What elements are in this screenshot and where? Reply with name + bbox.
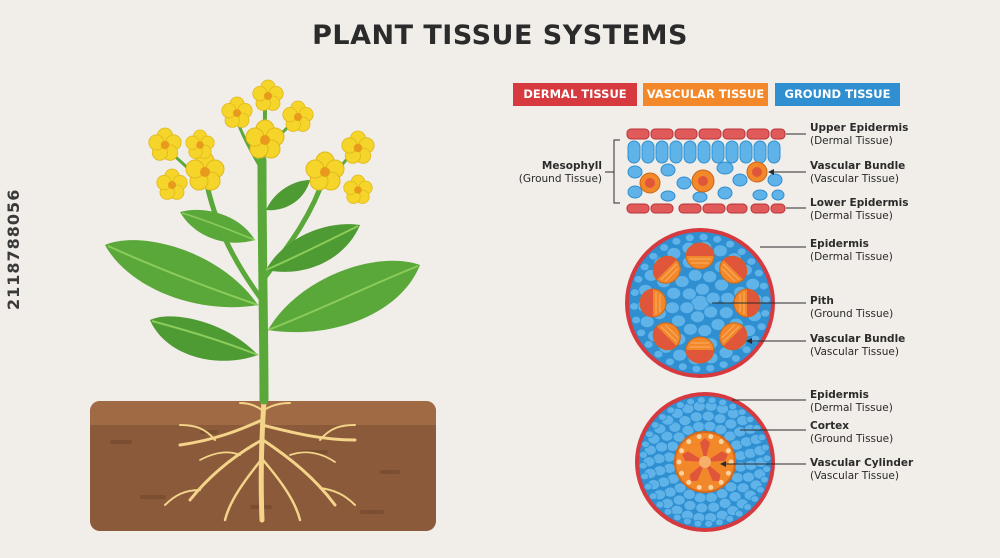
legend-dermal-tissue: DERMAL TISSUE bbox=[513, 83, 637, 106]
stem-cross-section bbox=[625, 228, 806, 378]
flowers bbox=[148, 79, 375, 204]
label-root-epidermis: Epidermis (Dermal Tissue) bbox=[810, 389, 893, 414]
label-pith: Pith (Ground Tissue) bbox=[810, 295, 894, 320]
leaf-cross-section bbox=[605, 128, 806, 214]
plant-illustration bbox=[90, 79, 436, 531]
legend-vascular-tissue: VASCULAR TISSUE bbox=[643, 83, 768, 106]
root-cross-section bbox=[635, 392, 806, 532]
label-leaf-vascular-bundle: Vascular Bundle (Vascular Tissue) bbox=[810, 160, 906, 185]
page-title: PLANT TISSUE SYSTEMS bbox=[312, 20, 688, 51]
label-upper-epidermis: Upper Epidermis (Dermal Tissue) bbox=[810, 122, 909, 147]
label-lower-epidermis: Lower Epidermis (Dermal Tissue) bbox=[810, 197, 909, 222]
roots bbox=[164, 397, 357, 523]
legend-ground-tissue: GROUND TISSUE bbox=[775, 83, 900, 106]
label-cortex: Cortex (Ground Tissue) bbox=[810, 420, 894, 445]
label-stem-vascular-bundle: Vascular Bundle (Vascular Tissue) bbox=[810, 333, 906, 358]
label-vascular-cylinder: Vascular Cylinder (Vascular Tissue) bbox=[810, 457, 914, 482]
leaves bbox=[105, 180, 420, 361]
label-mesophyll: Mesophyll (Ground Tissue) bbox=[518, 160, 602, 185]
label-stem-epidermis: Epidermis (Dermal Tissue) bbox=[810, 238, 893, 263]
